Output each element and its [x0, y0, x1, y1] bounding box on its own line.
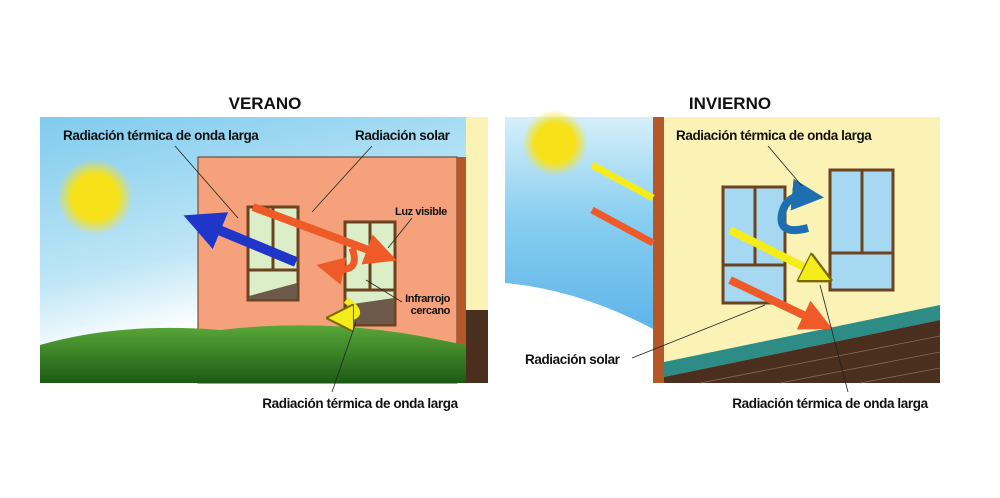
summer-panel: VERANO Radiación térmica de onda larga R…	[40, 94, 488, 411]
summer-label-nir-2: cercano	[411, 305, 451, 317]
grass	[40, 325, 466, 383]
winter-label-longwave-bottom: Radiación térmica de onda larga	[732, 396, 928, 411]
summer-label-nir-1: Infrarrojo	[405, 293, 451, 305]
winter-window-right	[828, 168, 895, 292]
winter-sun-icon	[522, 110, 588, 176]
winter-teal-band	[664, 305, 940, 377]
summer-label-visible: Luz visible	[395, 206, 447, 218]
winter-wall-edge	[653, 117, 664, 383]
winter-solar-orange-outside	[590, 206, 655, 247]
summer-sun-icon	[57, 159, 133, 235]
summer-label-longwave-top: Radiación térmica de onda larga	[63, 128, 259, 143]
winter-solar-yellow-outside	[590, 161, 655, 202]
winter-title: INVIERNO	[689, 94, 771, 113]
summer-title: VERANO	[229, 94, 302, 113]
winter-label-solar: Radiación solar	[525, 352, 621, 367]
winter-longwave-circular-arrow	[777, 178, 824, 235]
longwave-trapped-arrow	[340, 297, 360, 318]
winter-floor	[664, 320, 940, 383]
longwave-outgoing-arrow	[183, 212, 298, 267]
solar-arrow	[251, 203, 397, 265]
floor-boards	[699, 335, 941, 384]
neighbor-floor	[466, 310, 488, 383]
winter-panel: INVIERNO Radiación térmica de onda larga…	[505, 94, 941, 411]
winter-label-longwave-top: Radiación térmica de onda larga	[676, 128, 872, 143]
summer-wall-edge	[457, 157, 466, 383]
winter-solar-orange-inside	[728, 276, 833, 330]
winter-cloud	[505, 283, 655, 383]
summer-label-longwave-bottom: Radiación térmica de onda larga	[262, 396, 458, 411]
summer-label-solar: Radiación solar	[355, 128, 451, 143]
nir-reflect-arrow	[316, 246, 358, 285]
winter-solar-yellow-inside	[728, 226, 818, 274]
